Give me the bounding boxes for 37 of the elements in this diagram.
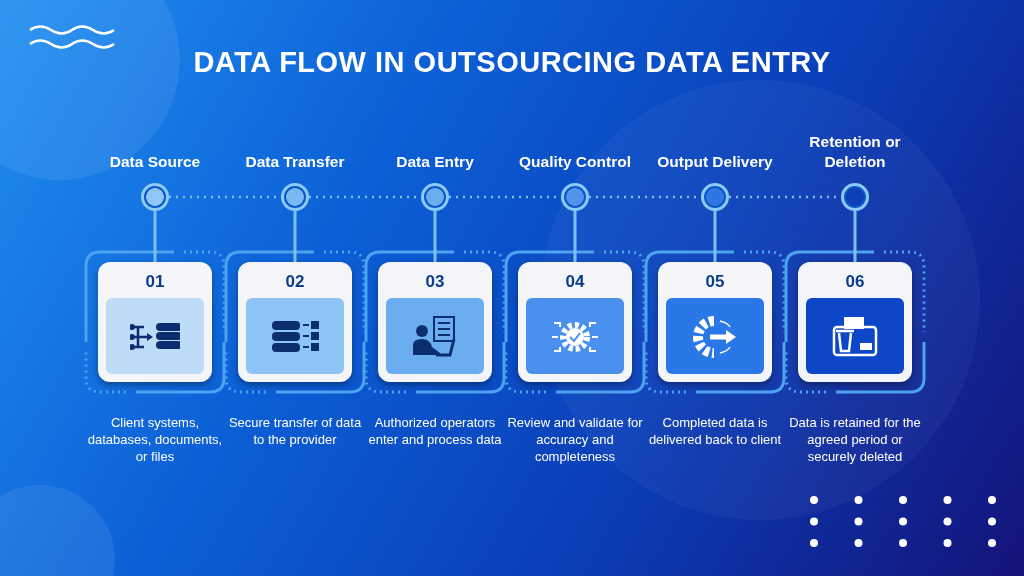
step-number: 06 xyxy=(844,272,866,292)
step-heading: Data Entry xyxy=(395,152,475,172)
connector-line xyxy=(293,211,297,262)
step-heading: Quality Control xyxy=(518,152,632,172)
step-number: 02 xyxy=(284,272,306,292)
step-card xyxy=(238,262,352,382)
timeline-circle xyxy=(421,183,449,211)
step-card xyxy=(658,262,772,382)
step-number: 04 xyxy=(564,272,586,292)
step-heading: Data Source xyxy=(108,152,202,172)
connector-line xyxy=(713,211,717,262)
step-description: Client systems, databases, documents, or files xyxy=(86,414,224,465)
step-description: Data is retained for the agreed period or securely deleted xyxy=(788,414,922,465)
step-heading: Output Delivery xyxy=(656,152,774,172)
title: DATA FLOW IN OUTSOURCING DATA ENTRY xyxy=(192,46,832,79)
step-description: Secure transfer of data to the provider xyxy=(227,414,363,448)
step-card xyxy=(98,262,212,382)
step-description: Completed data is delivered back to client xyxy=(647,414,783,448)
connector-line xyxy=(433,211,437,262)
step-heading: Data Transfer xyxy=(244,152,346,172)
connector-line xyxy=(573,211,577,262)
timeline-circle xyxy=(701,183,729,211)
connector-line xyxy=(853,211,857,262)
step-card xyxy=(378,262,492,382)
step-number: 01 xyxy=(144,272,166,292)
step-description: Review and validate for accuracy and completeness xyxy=(506,414,644,465)
timeline-circle xyxy=(561,183,589,211)
step-number: 05 xyxy=(704,272,726,292)
connector-line xyxy=(153,211,157,262)
timeline-circle xyxy=(141,183,169,211)
timeline-circle xyxy=(841,183,869,211)
timeline-circle xyxy=(281,183,309,211)
step-card xyxy=(518,262,632,382)
step-heading: Retention or Deletion xyxy=(808,132,902,172)
step-number: 03 xyxy=(424,272,446,292)
step-card xyxy=(798,262,912,382)
step-description: Authorized operators enter and process data xyxy=(367,414,503,448)
